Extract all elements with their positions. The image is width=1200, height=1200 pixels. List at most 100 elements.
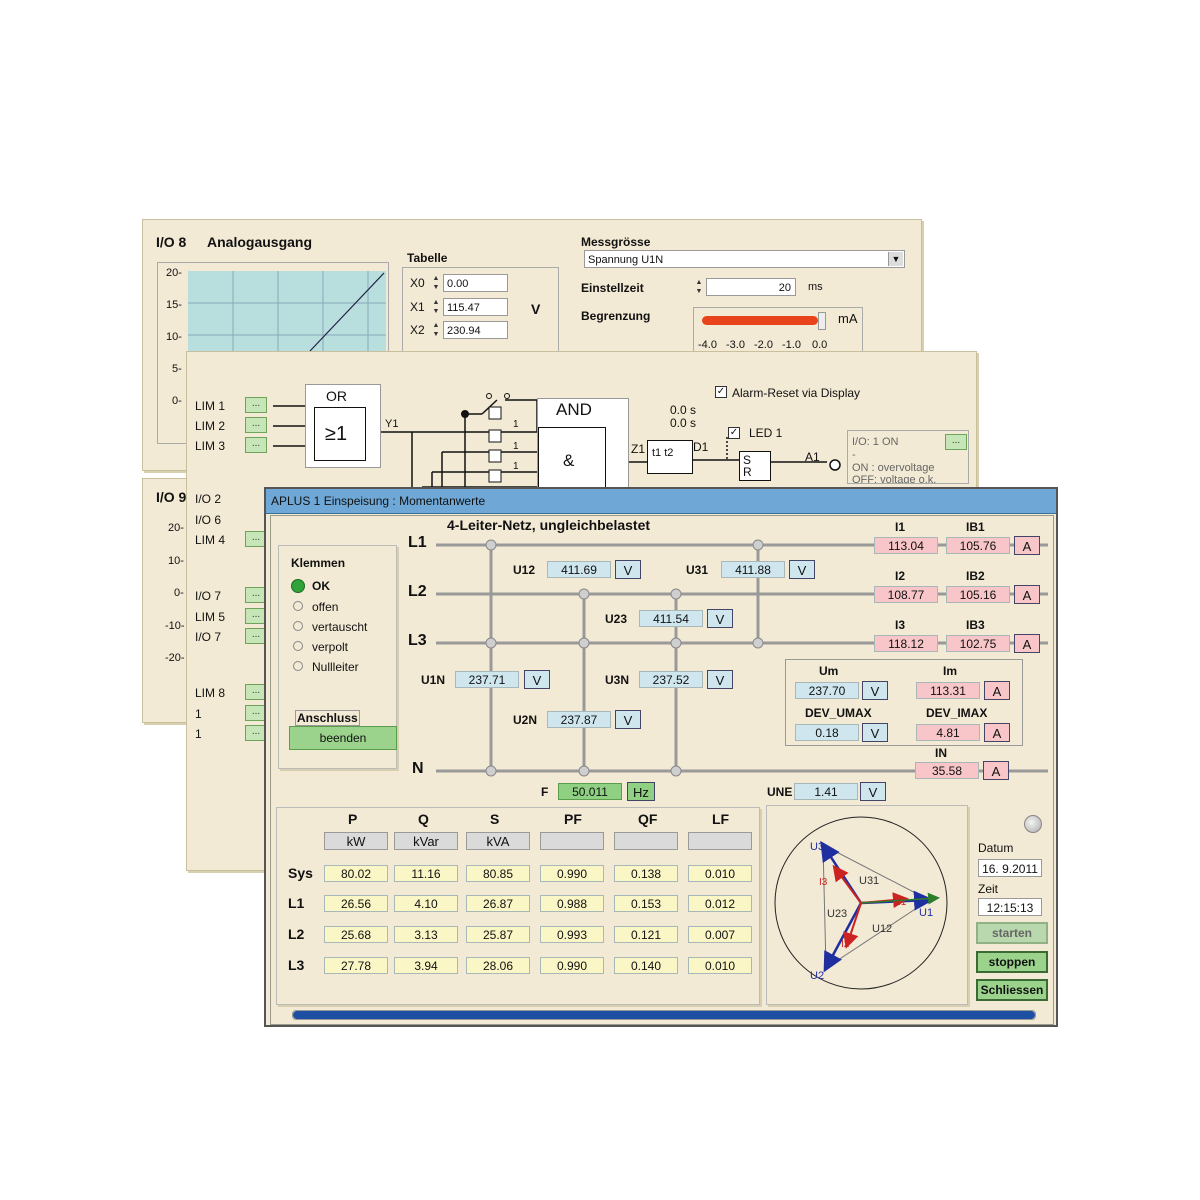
radio-verpolt[interactable] — [293, 641, 303, 651]
u2n-unit: V — [615, 710, 641, 729]
spin-arrows-icon[interactable]: ▲▼ — [432, 322, 440, 338]
y-tick: 0- — [174, 587, 184, 599]
table-cell: 28.06 — [466, 957, 530, 974]
une-unit: V — [860, 782, 886, 801]
network-subtitle: 4-Leiter-Netz, ungleichbelastet — [447, 517, 651, 533]
u1n-unit: V — [524, 670, 550, 689]
y1-label: Y1 — [385, 418, 399, 430]
alarm-reset-checkbox[interactable]: ✓ — [715, 386, 727, 398]
row-key: X1 — [410, 300, 425, 314]
table-cell: 0.990 — [540, 865, 604, 882]
table-cell: 80.85 — [466, 865, 530, 882]
status-led-icon — [1024, 815, 1042, 833]
einstellzeit-label: Einstellzeit — [581, 281, 644, 295]
phasor-u12: U12 — [872, 923, 893, 935]
radio-ok[interactable] — [291, 579, 305, 593]
begrenzung-slider[interactable] — [702, 316, 818, 325]
table-cell: 0.140 — [614, 957, 678, 974]
progress-bar — [292, 1010, 1036, 1020]
y-tick: 0- — [172, 395, 182, 407]
timer-t2: 0.0 s — [670, 416, 697, 430]
x2-input[interactable]: 230.94 — [443, 321, 508, 339]
power-table — [276, 807, 760, 1005]
lim1-button[interactable]: ... — [245, 397, 267, 413]
schliessen-button[interactable]: Schliessen — [976, 979, 1048, 1001]
io-dash: - — [852, 449, 856, 461]
starten-button[interactable]: starten — [976, 922, 1048, 944]
radio-offen[interactable] — [293, 601, 303, 611]
spin-arrows-icon[interactable]: ▲▼ — [432, 299, 440, 315]
anschluss-label: Anschluss — [295, 710, 360, 726]
row-label: Sys — [288, 865, 313, 881]
freq-label: F — [541, 785, 549, 799]
u12-value: 411.69 — [547, 561, 611, 578]
ib1-value: 105.76 — [946, 537, 1010, 554]
lim2-button[interactable]: ... — [245, 417, 267, 433]
lim3-button[interactable]: ... — [245, 437, 267, 453]
u12-unit: V — [615, 560, 641, 579]
ib1-label: IB1 — [966, 520, 985, 534]
led-checkbox[interactable]: ✓ — [728, 427, 740, 439]
r-label: R — [743, 465, 752, 479]
spin-arrows-icon[interactable]: ▲▼ — [695, 279, 703, 295]
messgroesse-label: Messgrösse — [581, 235, 651, 249]
u23-value: 411.54 — [639, 610, 703, 627]
io-label: LIM 8 — [195, 686, 226, 700]
junction-dot — [461, 410, 469, 418]
lim-label: LIM 3 — [195, 439, 226, 453]
window-title: Analogausgang — [207, 234, 313, 250]
slider-handle[interactable] — [818, 312, 826, 330]
switch-one: 1 — [513, 419, 519, 430]
in-label: IN — [935, 746, 947, 760]
um-value: 237.70 — [795, 682, 859, 699]
spin-arrows-icon[interactable]: ▲▼ — [432, 275, 440, 291]
io-label: LIM 5 — [195, 610, 226, 624]
main-window: APLUS 1 Einspeisung : Momentanwerte 4-Le… — [264, 487, 1058, 1027]
radio-vertauscht[interactable] — [293, 621, 303, 631]
klemmen-label: Klemmen — [291, 556, 346, 570]
or-label: OR — [326, 388, 347, 404]
tabelle-box: X0 ▲▼ 0.00 X1 ▲▼ 115.47 V X2 ▲▼ 230.94 — [402, 267, 559, 359]
chevron-down-icon[interactable]: ▼ — [888, 252, 903, 266]
lim8-button[interactable]: ... — [245, 684, 267, 700]
datum-value: 16. 9.2011 — [978, 859, 1042, 877]
phasor-u2: U2 — [810, 970, 825, 982]
table-cell: 0.138 — [614, 865, 678, 882]
x0-input[interactable]: 0.00 — [443, 274, 508, 292]
lim-label: LIM 1 — [195, 399, 226, 413]
x1-input[interactable]: 115.47 — [443, 298, 508, 316]
table-cell: 80.02 — [324, 865, 388, 882]
column-header: QF — [638, 811, 658, 827]
stoppen-button[interactable]: stoppen — [976, 951, 1048, 973]
messgroesse-select[interactable]: Spannung U1N ▼ — [584, 250, 905, 268]
unit-header: kW — [324, 832, 388, 850]
zeit-label: Zeit — [978, 882, 999, 896]
table-cell: 3.13 — [394, 926, 458, 943]
row-label: L2 — [288, 926, 305, 942]
table-cell: 27.78 — [324, 957, 388, 974]
u1n-label: U1N — [421, 673, 446, 687]
ge1-label: ≥1 — [325, 423, 348, 445]
io-label: LIM 4 — [195, 533, 226, 547]
une-label: UNE — [767, 785, 793, 799]
or-gate: OR ≥1 — [305, 384, 381, 468]
y-tick: 10- — [166, 331, 182, 343]
title-bar: APLUS 1 Einspeisung : Momentanwerte — [266, 489, 1056, 514]
y-tick: 20- — [166, 267, 182, 279]
klemmen-option: OK — [312, 579, 330, 593]
beenden-button[interactable]: beenden — [289, 726, 397, 750]
table-cell: 25.87 — [466, 926, 530, 943]
switch-one: 1 — [513, 461, 519, 472]
radio-nullleiter[interactable] — [293, 661, 303, 671]
ib3-value: 102.75 — [946, 635, 1010, 652]
average-box: Um Im 237.70 V 113.31 A DEV_UMAX DEV_IMA… — [785, 659, 1023, 746]
um-unit: V — [862, 681, 888, 700]
phasor-i3: I3 — [819, 877, 828, 888]
io-edit-button[interactable]: ... — [945, 434, 967, 450]
i2-value: 108.77 — [874, 586, 938, 603]
lim4-button[interactable]: ... — [245, 531, 267, 547]
y-tick: -10- — [165, 620, 185, 632]
i1-value: 113.04 — [874, 537, 938, 554]
zeit-value: 12:15:13 — [978, 898, 1042, 916]
einstellzeit-input[interactable]: 20 — [706, 278, 796, 296]
